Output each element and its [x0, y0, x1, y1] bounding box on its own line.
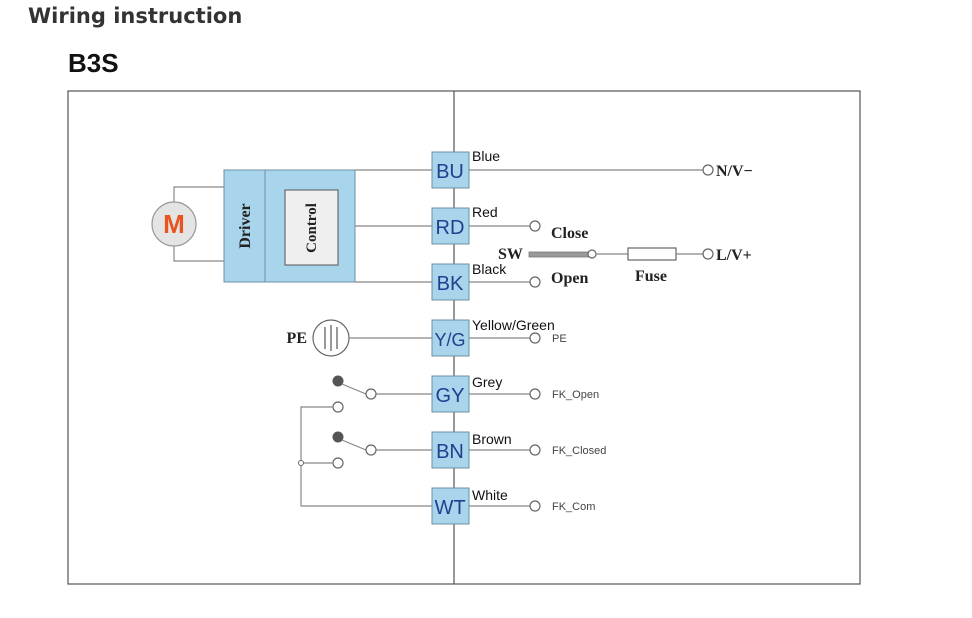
terminal-code: BU: [436, 161, 464, 183]
pe-left-label: PE: [287, 330, 307, 347]
fk-closed-node: [529, 444, 541, 456]
terminal-code: WT: [434, 497, 465, 519]
pe-node: [529, 332, 541, 344]
driver-block: Driver Control: [223, 169, 356, 283]
wire-color-label: Brown: [472, 431, 512, 447]
fk-com-node: [529, 500, 541, 512]
motor-icon: M: [151, 186, 224, 262]
wire-color-label: Blue: [472, 148, 500, 164]
neutral-label: N/V−: [716, 163, 753, 180]
model-title: B3S: [68, 48, 119, 78]
live-label: L/V+: [716, 247, 752, 264]
limit-switch-open: [332, 375, 432, 413]
fk-open-label: FK_Open: [552, 389, 599, 401]
limit-switch-closed: [332, 431, 432, 469]
live-node: [702, 248, 714, 260]
terminal-wt: WT: [431, 487, 470, 525]
pe-right-label: PE: [552, 333, 567, 345]
terminal-code: BN: [436, 441, 464, 463]
terminal-bu: BU: [431, 151, 470, 189]
close-label: Close: [551, 225, 588, 242]
control-box: [284, 189, 339, 266]
page-heading: Wiring instruction: [28, 4, 243, 28]
terminal-code: Y/G: [434, 330, 465, 350]
terminal-yg: Y/G: [431, 319, 470, 357]
open-label: Open: [551, 270, 588, 287]
neutral-node: [702, 164, 714, 176]
driver-label: Driver: [237, 203, 254, 248]
wire-color-label: Yellow/Green: [472, 317, 555, 333]
fk-closed-label: FK_Closed: [552, 445, 606, 457]
ground-icon: [312, 319, 350, 357]
terminal-rd: RD: [431, 207, 470, 245]
diagram-frame: [67, 90, 861, 585]
close-node: [529, 220, 541, 232]
fuse-label: Fuse: [635, 268, 667, 285]
terminal-code: GY: [436, 385, 465, 407]
motor-label: M: [163, 209, 185, 239]
switch-label: SW: [498, 246, 523, 263]
wire-color-label: Red: [472, 204, 498, 220]
open-node: [529, 276, 541, 288]
terminal-code: RD: [436, 217, 465, 239]
fuse-icon: [627, 247, 677, 261]
selector-switch: [528, 249, 597, 259]
terminal-bn: BN: [431, 431, 470, 469]
terminal-code: BK: [437, 273, 464, 295]
fk-com-label: FK_Com: [552, 501, 595, 513]
terminal-bk: BK: [431, 263, 470, 301]
control-label: Control: [304, 203, 320, 253]
wire-color-label: Grey: [472, 374, 502, 390]
wire-color-label: Black: [472, 261, 507, 277]
wire-color-label: White: [472, 487, 508, 503]
fk-open-node: [529, 388, 541, 400]
common-wire: [298, 406, 432, 507]
terminal-gy: GY: [431, 375, 470, 413]
